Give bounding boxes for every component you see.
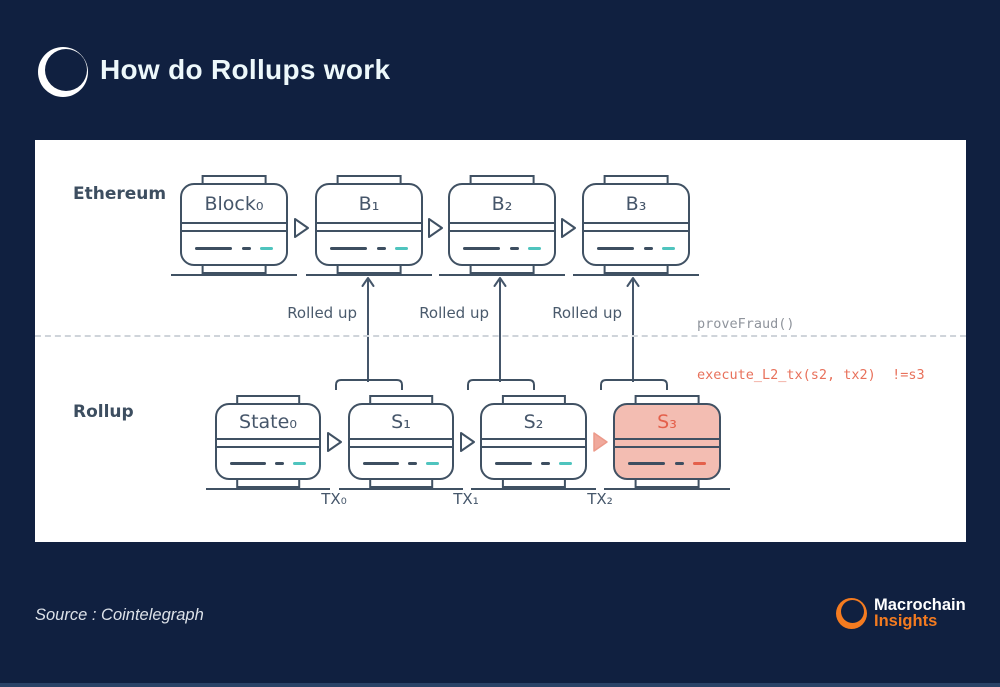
eth-block-3: B₃ (573, 175, 699, 276)
bottom-accent-strip (0, 683, 1000, 687)
brace-icon (467, 379, 535, 390)
block-baseline (471, 488, 596, 490)
block-label: B₃ (625, 192, 647, 215)
eth-block-0: Block₀ (171, 175, 297, 276)
block-label: S₂ (523, 410, 544, 433)
block-baseline (339, 488, 463, 490)
crescent-ring-icon (38, 47, 88, 97)
brace-icon (600, 379, 668, 390)
eth-block-2: B₂ (439, 175, 565, 276)
block-data-dashes (482, 448, 585, 478)
block-data-dashes (584, 232, 688, 264)
block-divider (615, 438, 719, 448)
brace-icon (335, 379, 403, 390)
brand-name: Macrochain (874, 596, 966, 614)
block-data-dashes (317, 232, 421, 264)
rollup-row-label: Rollup (73, 402, 134, 422)
tx-label-2: TX₂ (587, 490, 613, 508)
block-data-dashes (350, 448, 452, 478)
macrochain-crescent-icon (836, 598, 867, 629)
block-label: B₁ (358, 192, 380, 215)
block-label: State₀ (239, 410, 297, 433)
block-baseline (206, 488, 330, 490)
page-title: How do Rollups work (100, 54, 391, 85)
rolled-up-label-0: Rolled up (287, 304, 357, 322)
ethereum-row-label: Ethereum (73, 184, 167, 204)
block-data-dashes (182, 232, 286, 264)
source-attribution: Source : Cointelegraph (35, 606, 204, 624)
block-label: B₂ (491, 192, 513, 215)
block-data-dashes (450, 232, 554, 264)
block-baseline (306, 274, 432, 276)
code-line-provefraud: proveFraud() (697, 316, 795, 332)
rolled-up-label-2: Rolled up (552, 304, 622, 322)
block-data-dashes (217, 448, 319, 478)
eth-block-1: B₁ (306, 175, 432, 276)
triangle-arrow-icon (294, 218, 309, 238)
rollup-block-1: S₁ (339, 395, 463, 490)
block-divider (584, 222, 688, 232)
up-arrow-icon (361, 277, 375, 382)
block-baseline (171, 274, 297, 276)
block-baseline (439, 274, 565, 276)
block-label: S₁ (391, 410, 411, 433)
triangle-arrow-icon (428, 218, 443, 238)
triangle-arrow-icon (327, 432, 342, 452)
block-baseline (573, 274, 699, 276)
block-label: S₃ (657, 410, 677, 433)
brand-subname: Insights (874, 611, 938, 630)
block-divider (317, 222, 421, 232)
block-divider (482, 438, 585, 448)
up-arrow-icon (493, 277, 507, 382)
tx-label-1: TX₁ (453, 490, 479, 508)
brand-lockup: Macrochain Insights (836, 596, 966, 630)
code-line-execute: execute_L2_tx(s2, tx2) !=s3 (697, 367, 925, 383)
block-divider (450, 222, 554, 232)
block-baseline (604, 488, 730, 490)
block-divider (350, 438, 452, 448)
rollup-block-3-highlighted: S₃ (604, 395, 730, 490)
block-divider (182, 222, 286, 232)
triangle-arrow-icon (561, 218, 576, 238)
rollup-block-0: State₀ (206, 395, 330, 490)
up-arrow-icon (626, 277, 640, 382)
triangle-arrow-icon (460, 432, 475, 452)
block-data-dashes (615, 448, 719, 478)
rollup-block-2: S₂ (471, 395, 596, 490)
block-divider (217, 438, 319, 448)
triangle-arrow-salmon-icon (593, 432, 608, 452)
diagram-panel: Ethereum Rollup Block₀ B₁ B₂ B₃ Rolled u… (35, 140, 966, 542)
block-label: Block₀ (204, 192, 264, 215)
fraud-proof-code: proveFraud() execute_L2_tx(s2, tx2) !=s3 (697, 282, 925, 418)
tx-label-0: TX₀ (321, 490, 347, 508)
layer-separator-dashed-line (35, 335, 966, 337)
rolled-up-label-1: Rolled up (419, 304, 489, 322)
